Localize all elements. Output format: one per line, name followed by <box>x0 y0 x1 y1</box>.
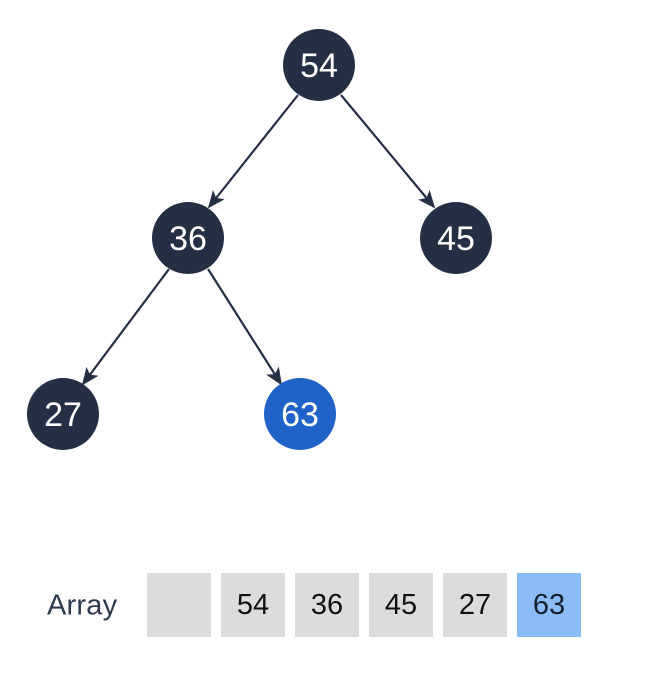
tree-node-45[interactable]: 45 <box>420 202 492 274</box>
array-cell-0[interactable] <box>147 573 211 637</box>
node-label-45: 45 <box>437 220 475 258</box>
node-circle-36[interactable] <box>152 202 224 274</box>
tree-node-54[interactable]: 54 <box>283 29 355 101</box>
tree-edge-n1-to-n3 <box>81 268 170 386</box>
tree-edge-n0-to-n2 <box>340 94 436 209</box>
node-label-27: 27 <box>44 396 82 434</box>
array-label: Array <box>47 589 118 622</box>
node-circle-45[interactable] <box>420 202 492 274</box>
array-cell-5[interactable]: 63 <box>517 573 581 637</box>
node-label-63: 63 <box>281 396 319 434</box>
array-cell-3[interactable]: 45 <box>369 573 433 637</box>
tree-node-63[interactable]: 63 <box>264 378 336 450</box>
array-cell-1[interactable]: 54 <box>221 573 285 637</box>
node-label-36: 36 <box>169 220 207 258</box>
node-circle-63[interactable] <box>264 378 336 450</box>
node-circle-54[interactable] <box>283 29 355 101</box>
tree-nodes: 54 36 45 27 63 <box>27 29 492 450</box>
array-cell-2[interactable]: 36 <box>295 573 359 637</box>
tree-edge-n0-to-n1 <box>207 94 299 209</box>
tree-node-27[interactable]: 27 <box>27 378 99 450</box>
binary-tree-diagram: 54 36 45 27 63 <box>27 29 492 450</box>
node-circle-27[interactable] <box>27 378 99 450</box>
tree-edges <box>81 94 436 386</box>
tree-node-36[interactable]: 36 <box>152 202 224 274</box>
tree-edge-n1-to-n4 <box>207 268 282 386</box>
array-cell-4[interactable]: 27 <box>443 573 507 637</box>
node-label-54: 54 <box>300 47 338 85</box>
